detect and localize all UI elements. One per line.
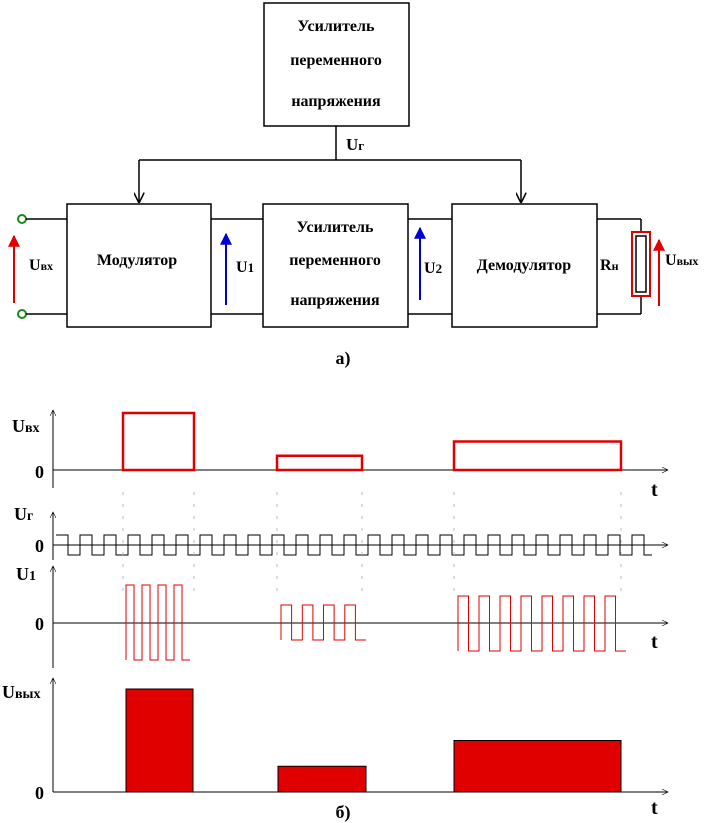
ur-square-wave-path: [56, 534, 652, 556]
uout-pulses: [125, 688, 622, 793]
uin-pulses: [121, 411, 623, 472]
uout-pulse-2: [277, 765, 367, 793]
uout-label: Uвых: [665, 252, 698, 269]
u1-row-t-label: t: [651, 631, 658, 653]
u2-label: U2: [424, 260, 442, 277]
demodulator-label: Демодулятор: [477, 257, 572, 274]
uin-row-label: Uвх: [12, 416, 40, 436]
uout-row-label: Uвых: [2, 682, 41, 702]
uin-pulse-3: [452, 440, 623, 472]
uin-row-zero: 0: [35, 462, 44, 482]
ur-row-label: Uг: [14, 504, 33, 524]
u1-modulated-signal: [125, 584, 626, 661]
top-amplifier-label-2: переменного: [290, 52, 382, 69]
top-amplifier-label-1: Усилитель: [298, 18, 375, 35]
uout-row-zero: 0: [35, 783, 44, 803]
uin-pulse-2: [275, 454, 364, 472]
top-amplifier-label-3: напряжения: [291, 93, 381, 110]
top-amplifier-block: [263, 2, 410, 127]
middle-amplifier-label-3: напряжения: [290, 292, 380, 309]
uin-row-t-label: t: [651, 479, 658, 501]
ur-label: Uг: [346, 135, 364, 154]
middle-amplifier-block: [262, 203, 409, 328]
time-guides: [122, 492, 622, 596]
input-terminal-top: [17, 214, 27, 224]
uout-row-t-label: t: [651, 797, 658, 819]
u1-row-label: U1: [16, 564, 36, 584]
u1-label: U1: [236, 259, 254, 276]
u1-burst-2: [280, 604, 366, 641]
input-terminal-bottom: [17, 309, 27, 319]
ur-square-wave: [56, 534, 652, 556]
load-resistor-inner: [635, 235, 647, 293]
u1-burst-1: [125, 584, 190, 661]
modulator-block: [66, 203, 212, 328]
uout-pulse-1: [125, 688, 194, 793]
u1-burst-3: [457, 595, 626, 652]
uin-pulse-1: [121, 411, 196, 472]
u1-row-zero: 0: [35, 614, 44, 634]
ur-row-zero: 0: [35, 536, 44, 556]
demodulator-block: [451, 203, 598, 328]
caption-b: б): [336, 802, 351, 823]
middle-amplifier-label-1: Усилитель: [297, 219, 374, 236]
uout-pulse-3: [453, 740, 622, 793]
uin-label: Uвх: [29, 257, 53, 274]
modulator-label: Модулятор: [97, 252, 177, 269]
caption-a: а): [336, 348, 351, 369]
rn-label: Rн: [600, 257, 619, 274]
middle-amplifier-label-2: переменного: [289, 252, 381, 269]
